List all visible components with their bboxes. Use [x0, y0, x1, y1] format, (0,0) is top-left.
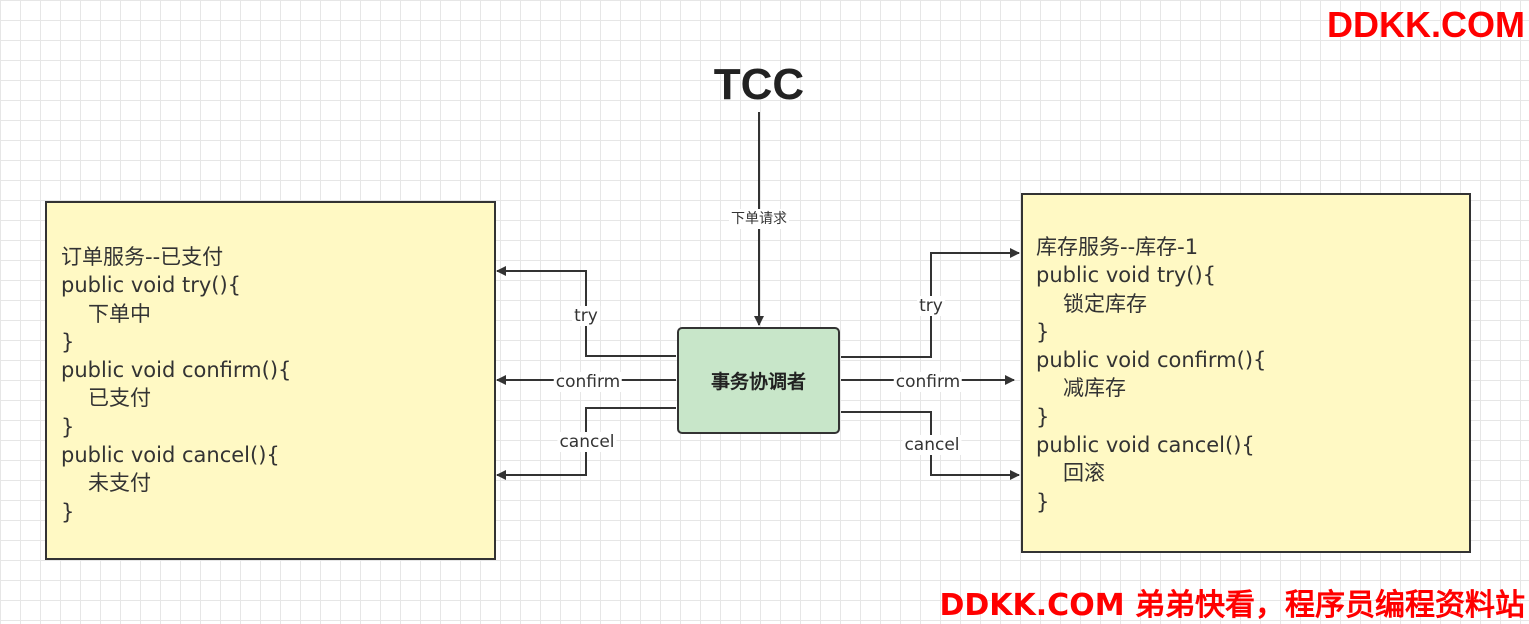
- label-right-cancel: cancel: [902, 435, 962, 455]
- inventory-service-heading: 库存服务--库存-1: [1036, 235, 1199, 259]
- code-line: public void confirm(){: [61, 358, 292, 383]
- label-left-try: try: [572, 306, 600, 326]
- code-line: 已支付: [88, 386, 151, 411]
- code-line: public void cancel(){: [1036, 433, 1255, 458]
- transaction-coordinator-node: 事务协调者: [677, 327, 840, 434]
- label-right-confirm: confirm: [893, 372, 963, 392]
- code-line: }: [1036, 489, 1050, 514]
- code-line: 下单中: [88, 301, 151, 326]
- order-service-heading: 订单服务--已支付: [61, 245, 224, 269]
- watermark-top: DDKK.COM: [1327, 4, 1525, 45]
- watermark-bottom: DDKK.COM 弟弟快看，程序员编程资料站: [939, 588, 1525, 623]
- request-label: 下单请求: [729, 209, 789, 229]
- code-line: }: [61, 499, 75, 524]
- diagram-title: TCC: [713, 60, 805, 109]
- code-line: 未支付: [88, 471, 151, 496]
- code-line: }: [61, 329, 75, 354]
- order-service-box: 订单服务--已支付 public void try(){ 下单中 } publi…: [45, 201, 496, 560]
- code-line: public void try(){: [1036, 263, 1217, 288]
- label-right-try: try: [917, 296, 945, 316]
- code-line: public void cancel(){: [61, 443, 280, 468]
- coordinator-label: 事务协调者: [710, 371, 806, 393]
- code-line: }: [61, 414, 75, 439]
- code-line: public void confirm(){: [1036, 348, 1267, 373]
- code-line: 回滚: [1063, 461, 1105, 486]
- label-left-confirm: confirm: [553, 372, 623, 392]
- code-line: 减库存: [1063, 376, 1126, 401]
- code-line: }: [1036, 404, 1050, 429]
- label-left-cancel: cancel: [557, 432, 617, 452]
- code-line: public void try(){: [61, 273, 242, 298]
- code-line: }: [1036, 319, 1050, 344]
- code-line: 锁定库存: [1063, 291, 1147, 316]
- inventory-service-box: 库存服务--库存-1 public void try(){ 锁定库存 } pub…: [1021, 193, 1471, 553]
